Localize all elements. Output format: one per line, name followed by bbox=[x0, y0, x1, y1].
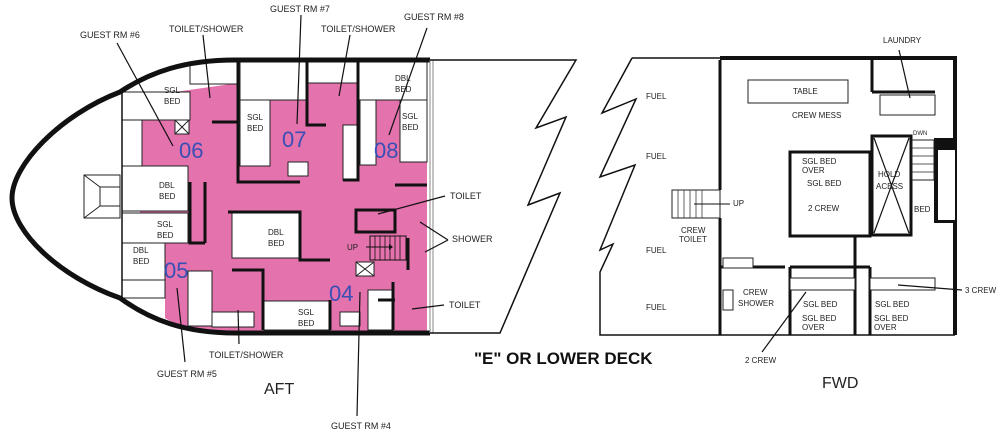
toilet-shower-7-label: TOILET/SHOWER bbox=[321, 24, 396, 34]
guest-rm-7-label: GUEST RM #7 bbox=[270, 4, 330, 14]
svg-text:DBL: DBL bbox=[159, 181, 175, 190]
svg-text:BED: BED bbox=[164, 97, 181, 106]
fuel-label: FUEL bbox=[646, 92, 667, 101]
room-number-07: 07 bbox=[282, 127, 306, 152]
leader-lines bbox=[116, 14, 963, 417]
sgl-bed-label: SGL BED bbox=[803, 300, 838, 309]
stairs-up-label: UP bbox=[733, 199, 744, 208]
bed-label: BED bbox=[914, 205, 931, 214]
sgl-bed-label: SGL BED bbox=[875, 300, 910, 309]
fuel-label: FUEL bbox=[646, 303, 667, 312]
guest-rm-5-label: GUEST RM #5 bbox=[157, 369, 217, 379]
sgl-bed-over-label: OVER bbox=[874, 323, 897, 332]
toilet-shower-6-label: TOILET/SHOWER bbox=[169, 24, 244, 34]
svg-text:DBL: DBL bbox=[133, 246, 149, 255]
aft-label: AFT bbox=[264, 381, 294, 398]
sgl-bed-over-label: OVER bbox=[802, 166, 825, 175]
room-number-08: 08 bbox=[374, 138, 398, 163]
table-label: TABLE bbox=[793, 87, 818, 96]
svg-text:BED: BED bbox=[159, 192, 176, 201]
crew-shower-label: CREW bbox=[743, 288, 768, 297]
crew-mess-label: CREW MESS bbox=[792, 111, 841, 120]
svg-text:SGL: SGL bbox=[164, 86, 181, 95]
sgl-bed-over-label: SGL BED bbox=[802, 314, 837, 323]
fuel-label: FUEL bbox=[646, 152, 667, 161]
guest-rm-6-label: GUEST RM #6 bbox=[80, 30, 140, 40]
svg-text:BED: BED bbox=[402, 123, 419, 132]
sgl-bed-over-label: SGL BED bbox=[874, 314, 909, 323]
svg-text:SGL: SGL bbox=[157, 220, 174, 229]
svg-text:BED: BED bbox=[298, 319, 315, 328]
stairs-up-label: UP bbox=[347, 243, 358, 252]
fuel-section bbox=[429, 57, 955, 336]
hold-access-label: HOLD bbox=[878, 170, 900, 179]
two-crew-label: 2 CREW bbox=[808, 204, 840, 213]
laundry-label: LAUNDRY bbox=[883, 36, 922, 45]
room-number-06: 06 bbox=[179, 138, 203, 163]
bed-labels: SGL BED SGL BED DBL BED SGL BED DBL BED SGL BE… bbox=[133, 74, 419, 328]
crew-toilet-label: CREW bbox=[681, 226, 706, 235]
sgl-bed-label: SGL BED bbox=[807, 179, 842, 188]
sgl-bed-over-label: SGL BED bbox=[802, 157, 837, 166]
aft-walls bbox=[188, 62, 427, 330]
sgl-bed-over-label: OVER bbox=[802, 323, 825, 332]
stairs-up[interactable] bbox=[369, 235, 407, 261]
arrow-head-icon bbox=[389, 244, 393, 250]
room-number-05: 05 bbox=[164, 258, 188, 283]
toilet-label: TOILET bbox=[450, 191, 482, 201]
toilet-shower-5-label: TOILET/SHOWER bbox=[209, 350, 284, 360]
shower-label: SHOWER bbox=[452, 234, 493, 244]
two-crew-label: 2 CREW bbox=[745, 356, 777, 365]
fwd-label: FWD bbox=[822, 375, 858, 392]
svg-text:BED: BED bbox=[395, 85, 412, 94]
svg-text:BED: BED bbox=[268, 239, 285, 248]
aft-hull bbox=[9, 57, 430, 336]
toilet-label: TOILET bbox=[449, 300, 481, 310]
stairs-down-label: DWN bbox=[913, 131, 927, 137]
svg-text:BED: BED bbox=[133, 257, 150, 266]
fuel-label: FUEL bbox=[646, 246, 667, 255]
guest-rm-8-label: GUEST RM #8 bbox=[404, 12, 464, 22]
svg-text:SGL: SGL bbox=[402, 112, 419, 121]
svg-text:SGL: SGL bbox=[298, 308, 315, 317]
svg-text:BED: BED bbox=[247, 124, 264, 133]
deck-title: "E" OR LOWER DECK bbox=[474, 349, 653, 368]
room-number-04: 04 bbox=[329, 281, 353, 306]
fwd-section bbox=[671, 56, 957, 335]
rudder-housing bbox=[83, 174, 121, 219]
svg-text:BED: BED bbox=[157, 231, 174, 240]
three-crew-label: 3 CREW bbox=[965, 286, 997, 295]
svg-text:DBL: DBL bbox=[268, 228, 284, 237]
svg-text:DBL: DBL bbox=[395, 74, 411, 83]
guest-rm-4-label: GUEST RM #4 bbox=[331, 421, 391, 431]
crew-shower-label: SHOWER bbox=[738, 299, 774, 308]
hold-access-label: ACESS bbox=[876, 182, 903, 191]
svg-text:SGL: SGL bbox=[247, 113, 264, 122]
crew-toilet-label: TOILET bbox=[679, 235, 707, 244]
